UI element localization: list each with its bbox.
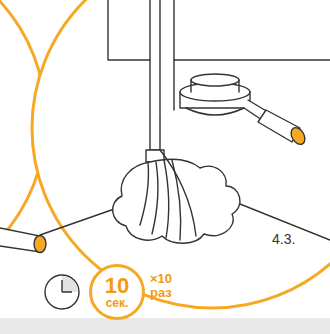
step-number: 4.3. (272, 232, 322, 247)
repeat-count: ×10 раз (150, 272, 180, 301)
espresso-group-head (40, 0, 330, 243)
step-circle (32, 0, 330, 308)
timer-badge: 10сек. (89, 264, 145, 320)
duration-unit: сек. (106, 297, 129, 309)
ground-band (0, 318, 330, 334)
timer-icon (45, 275, 79, 309)
duration-number: 10 (105, 275, 129, 297)
